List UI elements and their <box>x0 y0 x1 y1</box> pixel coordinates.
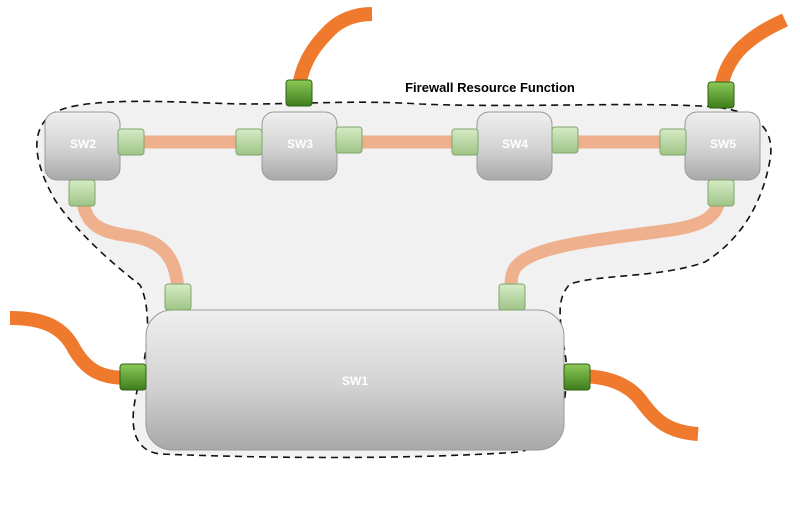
external-link-sw1-right <box>577 369 699 441</box>
port-sw2-east[interactable] <box>117 128 145 156</box>
switch-sw5-label: SW5 <box>710 137 736 151</box>
link-sw2-sw1 <box>75 194 185 291</box>
port-sw3-east[interactable] <box>335 126 363 154</box>
link-sw5-sw1 <box>504 194 727 295</box>
external-link-sw5 <box>713 13 788 97</box>
switch-sw2-label: SW2 <box>70 137 96 151</box>
port-sw1-north-left[interactable] <box>164 283 192 311</box>
port-sw1-north-right[interactable] <box>498 283 526 311</box>
switch-sw3-label: SW3 <box>287 137 313 151</box>
diagram-title: Firewall Resource Function <box>405 80 575 95</box>
port-sw5-south[interactable] <box>707 179 735 207</box>
port-sw5-external[interactable] <box>707 81 735 109</box>
external-link-sw1-left <box>9 311 129 385</box>
switch-sw1-label: SW1 <box>342 374 368 388</box>
port-sw1-east-external[interactable] <box>563 363 591 391</box>
switch-sw4-label: SW4 <box>502 137 528 151</box>
port-sw3-west[interactable] <box>235 128 263 156</box>
port-sw5-west[interactable] <box>659 128 687 156</box>
port-sw4-east[interactable] <box>551 126 579 154</box>
port-sw3-external[interactable] <box>285 79 313 107</box>
external-link-sw3 <box>291 7 373 97</box>
port-sw1-west-external[interactable] <box>119 363 147 391</box>
port-sw2-south[interactable] <box>68 179 96 207</box>
port-sw4-west[interactable] <box>451 128 479 156</box>
